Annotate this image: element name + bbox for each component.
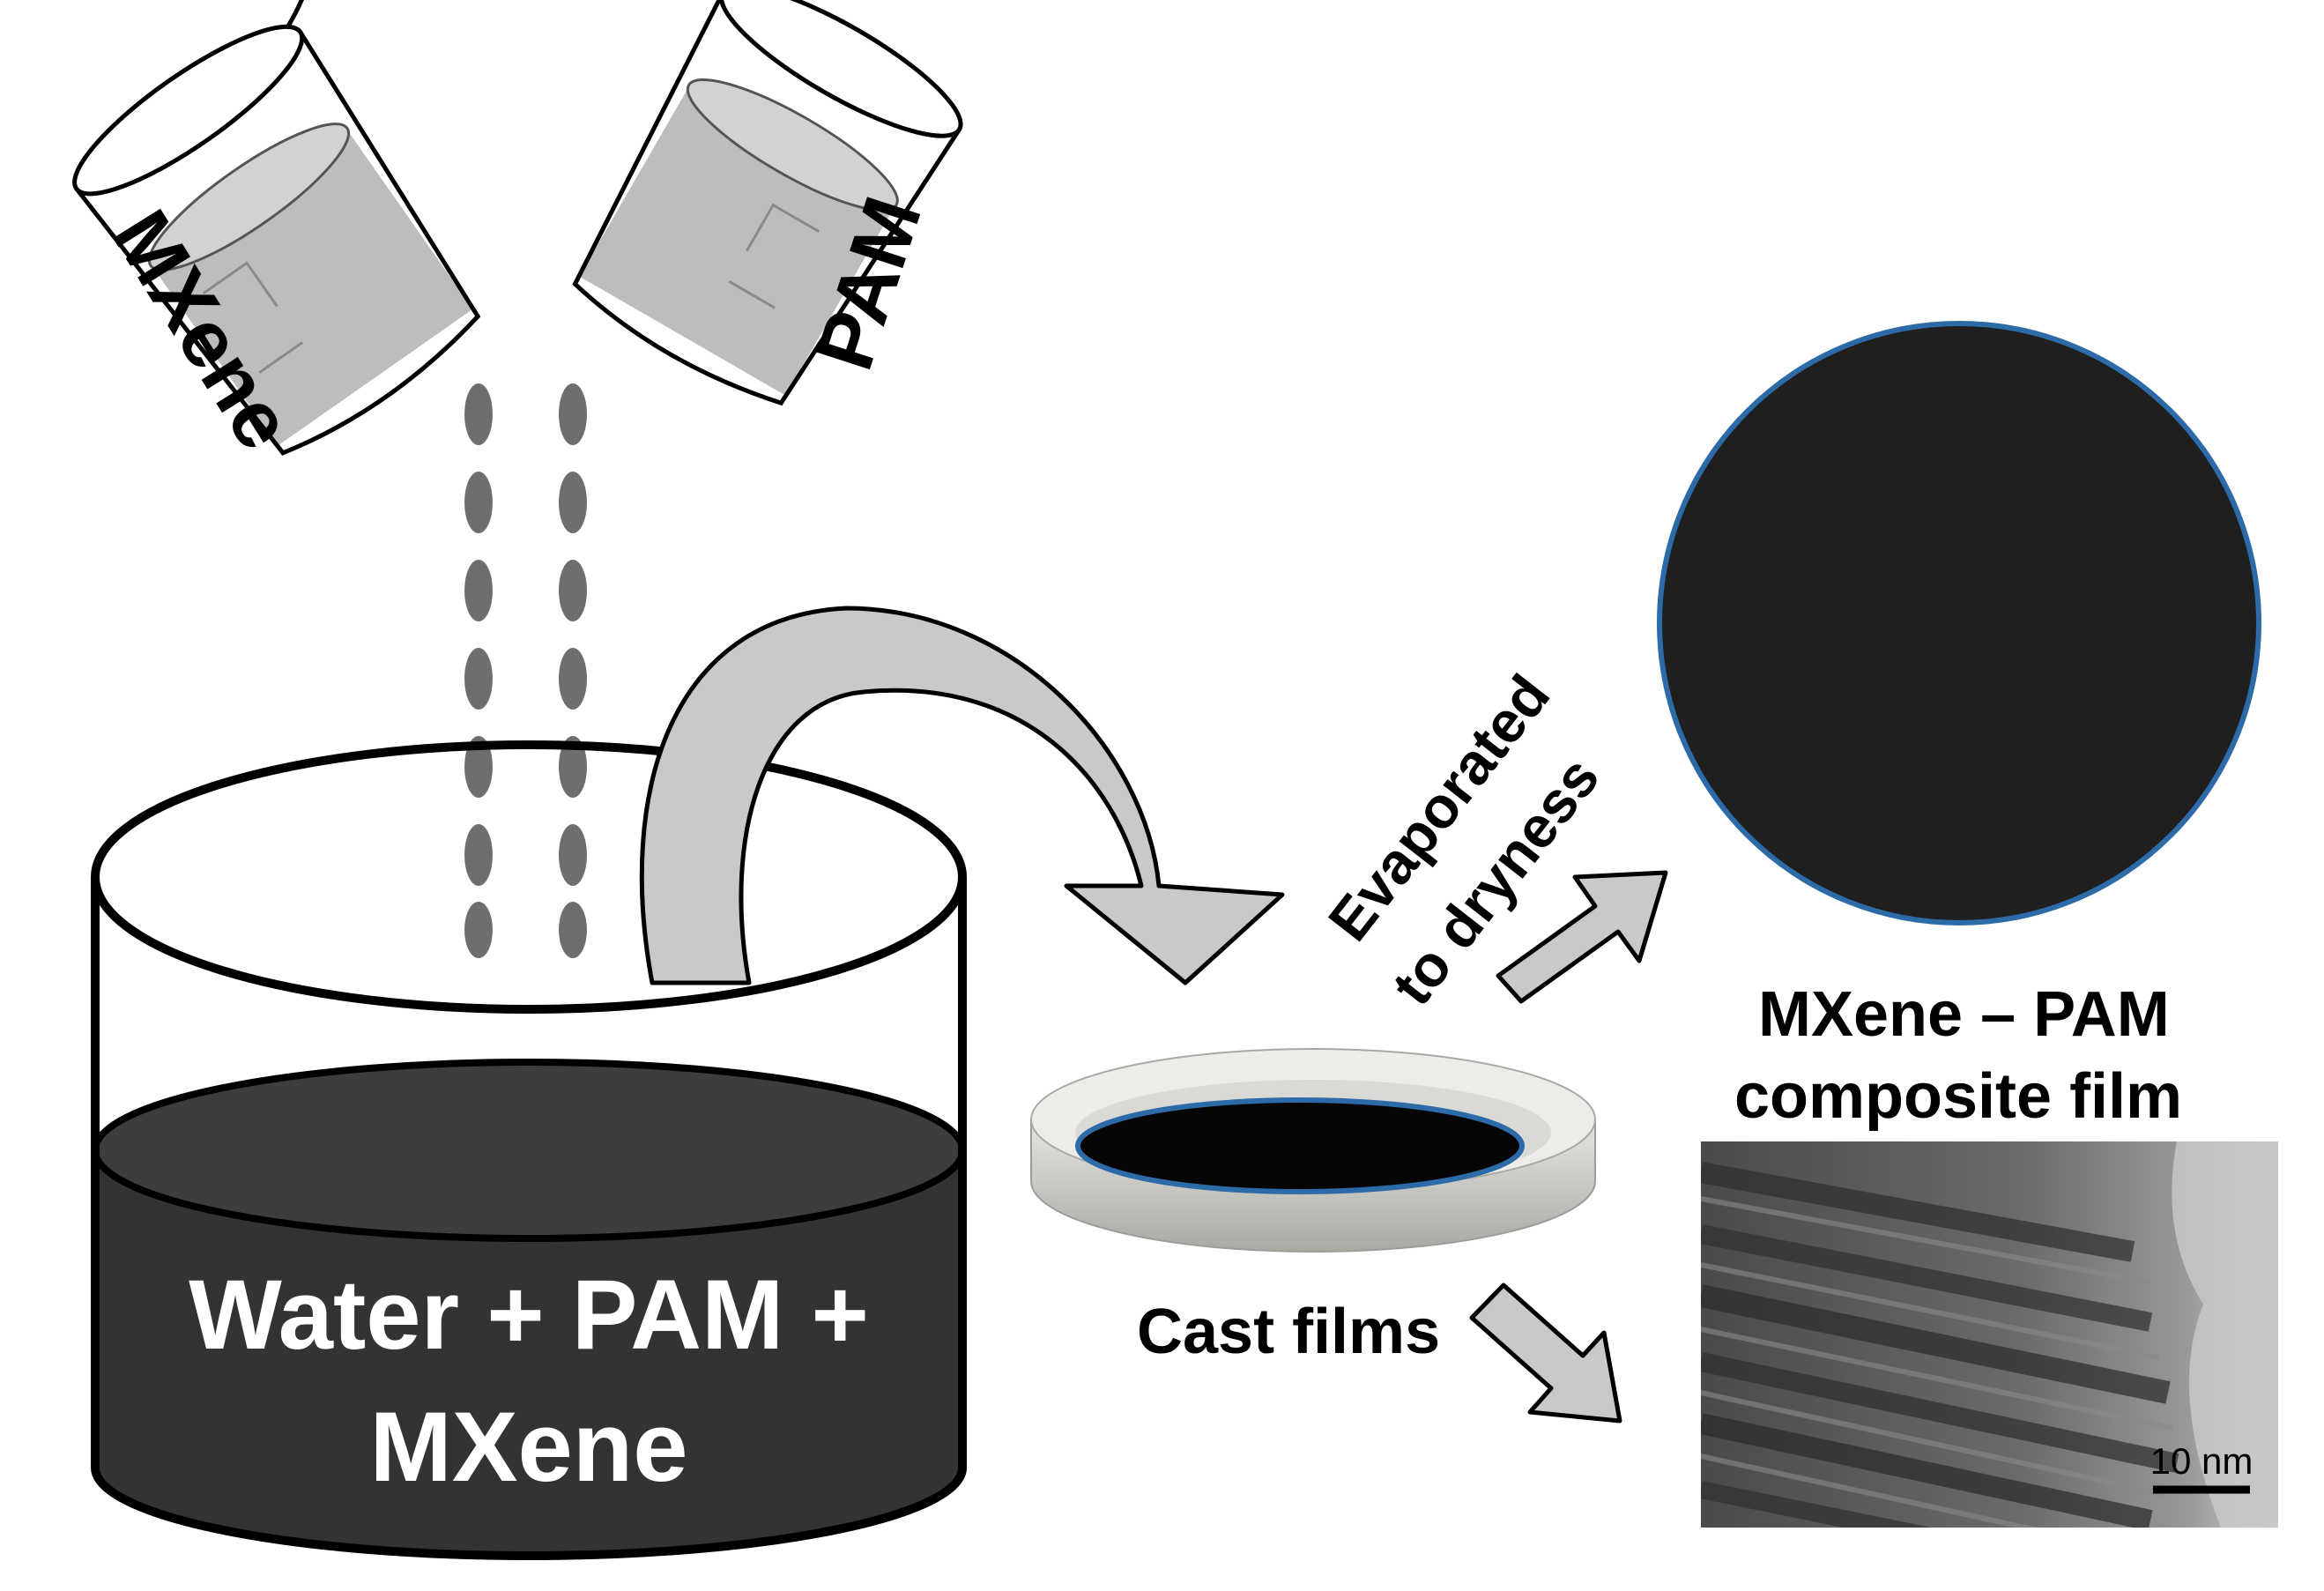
droplet-stream-left (464, 383, 493, 958)
evaporation-arrow (1496, 870, 1668, 1004)
droplet (464, 383, 493, 445)
container-rim (91, 740, 967, 1014)
droplet (559, 560, 587, 621)
container-liquid-surface (92, 1059, 966, 1242)
mxene-beaker-body (74, 30, 481, 456)
casting-dish (1030, 1048, 1596, 1253)
composite-label-line2: composite film (1734, 1061, 2182, 1132)
tem-scale-label: 10 nm (2150, 1440, 2253, 1482)
container-walls (91, 877, 967, 1560)
tem-lattice-fringes (1701, 1141, 2278, 1528)
droplet (559, 383, 587, 445)
container-label-line1: Water + PAM + (189, 1260, 869, 1370)
droplet-stream-right (559, 383, 587, 958)
droplet (464, 902, 493, 958)
droplet (559, 902, 587, 958)
pam-beaker (572, 0, 963, 406)
pam-beaker-graduation (728, 203, 820, 309)
droplet (464, 648, 493, 710)
mxene-beaker-liquid (151, 128, 473, 446)
mxene-beaker-graduation (203, 261, 303, 375)
cast-film-disc (1075, 1097, 1525, 1194)
composite-label-line1: MXene – PAM (1758, 979, 2170, 1050)
mxene-beaker-spout (285, 0, 314, 30)
pam-beaker-liquid-surface (686, 78, 899, 212)
droplet (464, 736, 493, 798)
pam-beaker-rim (719, 0, 963, 138)
container-label-line2: MXene (370, 1392, 688, 1502)
container-liquid (95, 1150, 962, 1556)
mxene-beaker (72, 0, 481, 456)
tem-arrow (1469, 1282, 1622, 1424)
dried-composite-film (1657, 321, 2261, 926)
droplet (559, 736, 587, 798)
droplet (464, 824, 493, 886)
pam-beaker-body (572, 0, 962, 406)
mxene-beaker-rim (72, 24, 305, 197)
tem-micrograph: 10 nm (1701, 1141, 2278, 1528)
transfer-arrow (639, 606, 1285, 985)
cast-films-label: Cast films (1137, 1297, 1440, 1367)
mixing-container: Water + PAM + MXene (91, 740, 967, 1560)
droplet (559, 472, 587, 533)
droplet (464, 560, 493, 621)
droplet (464, 472, 493, 533)
droplet (559, 648, 587, 710)
droplet (559, 824, 587, 886)
mxene-beaker-liquid-surface (147, 123, 351, 271)
